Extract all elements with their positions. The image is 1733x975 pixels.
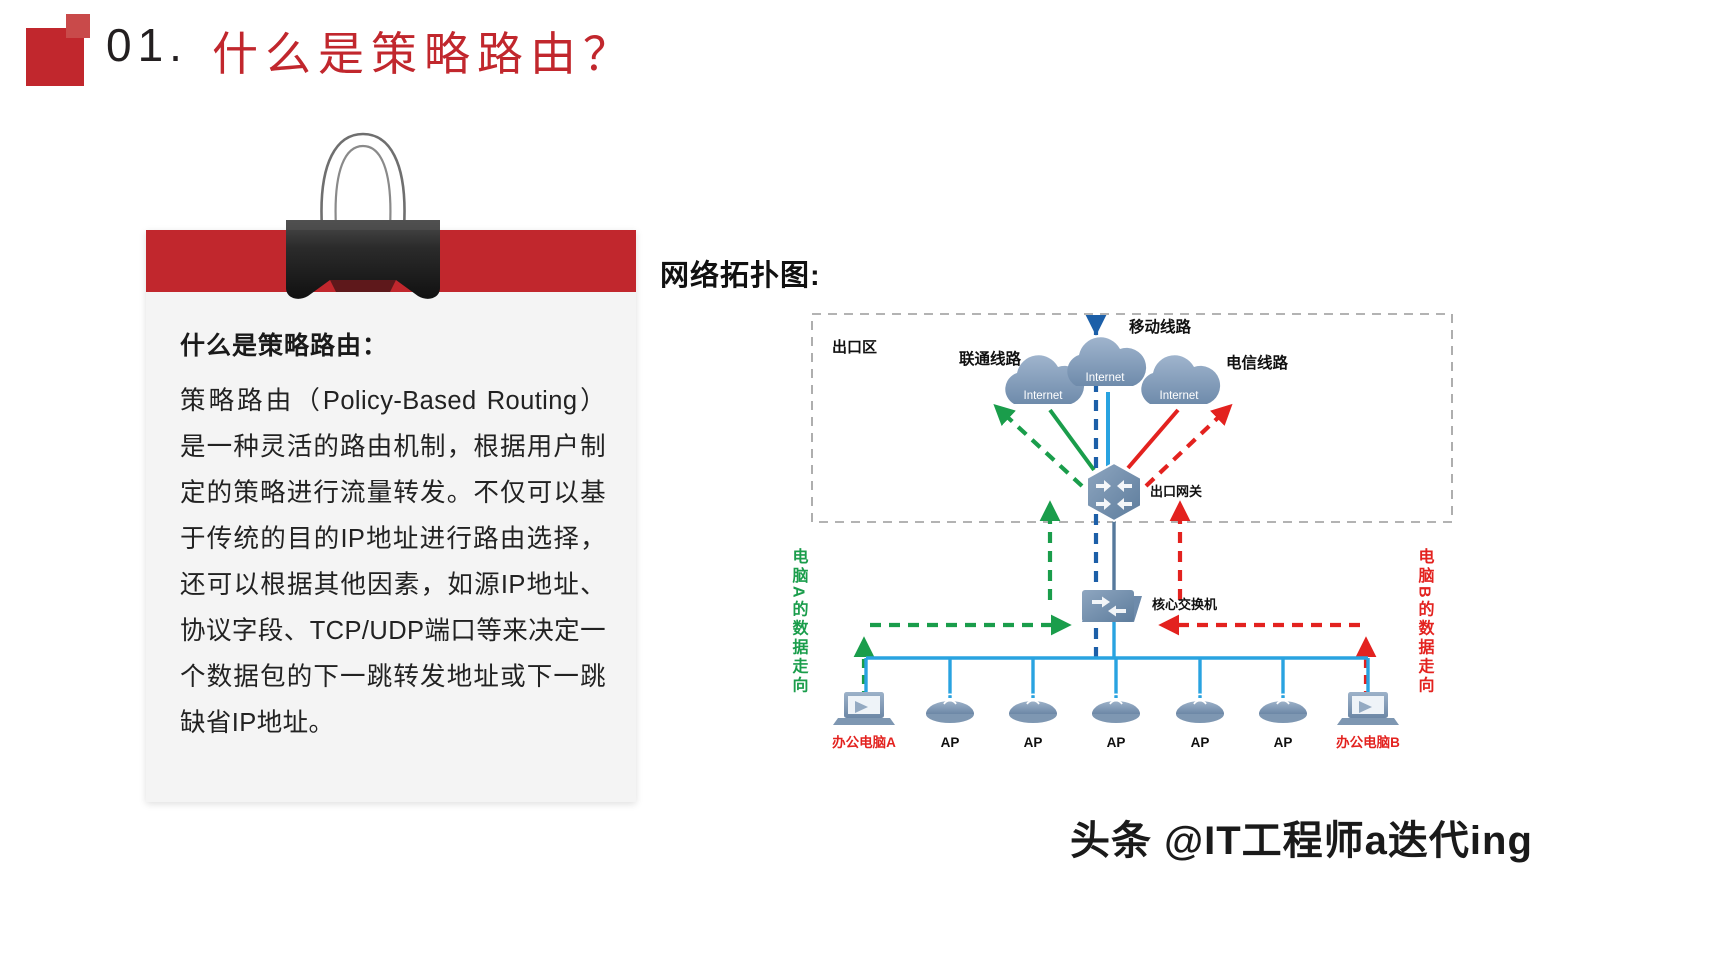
device-ap-2-icon[interactable] <box>1009 693 1057 723</box>
label-mobile-line: 移动线路 <box>1129 317 1192 336</box>
exit-gateway-icon[interactable] <box>1086 461 1142 523</box>
exit-zone-box <box>811 313 1453 523</box>
cloud-unicom-icon: Internet <box>1005 355 1085 404</box>
page-title: 什么是策略路由？ <box>212 28 636 80</box>
core-switch-label: 核心交换机 <box>1152 597 1217 612</box>
device-laptop-b-icon[interactable] <box>1337 692 1399 725</box>
header-number: 01. <box>106 19 188 71</box>
device-label-laptop-a: 办公电脑A <box>832 734 896 750</box>
card-paragraph: 策略路由（Policy-Based Routing）是一种灵活的路由机制，根据用… <box>180 387 606 737</box>
label-unicom-line: 联通线路 <box>959 349 1022 368</box>
svg-text:Internet: Internet <box>1160 390 1200 402</box>
core-switch-icon[interactable] <box>1082 590 1142 622</box>
exit-zone-label: 出口区 <box>832 338 877 356</box>
topology-title: 网络拓扑图: <box>660 260 821 292</box>
binder-clip-icon <box>278 120 448 305</box>
device-label-ap-2: AP <box>1024 735 1043 750</box>
svg-text:Internet: Internet <box>1024 390 1064 402</box>
access-drops <box>864 658 1370 698</box>
card-body: 什么是策略路由： 策略路由（Policy-Based Routing）是一种灵活… <box>180 326 606 746</box>
link-telecom <box>1126 408 1180 470</box>
device-ap-5-icon[interactable] <box>1259 693 1307 723</box>
device-label-ap-3: AP <box>1107 735 1126 750</box>
label-telecom-line: 电信线路 <box>1226 353 1289 372</box>
watermark: 头条 @IT工程师a迭代ing <box>1070 819 1533 863</box>
slide-header: 01. 什么是策略路由？ <box>0 0 1733 110</box>
definition-card: 什么是策略路由： 策略路由（Policy-Based Routing）是一种灵活… <box>146 230 636 802</box>
device-label-laptop-b: 办公电脑B <box>1336 734 1400 750</box>
card-heading: 什么是策略路由： <box>180 332 389 360</box>
link-unicom <box>1048 408 1096 472</box>
device-laptop-a-icon[interactable] <box>833 692 895 725</box>
device-ap-1-icon[interactable] <box>926 693 974 723</box>
flow-a-label: 电脑A的数据走向 <box>790 547 810 695</box>
cloud-mobile-icon: Internet <box>1067 337 1147 386</box>
svg-text:Internet: Internet <box>1086 372 1126 384</box>
flow-b-label: 电脑B的数据走向 <box>1416 547 1436 695</box>
device-label-ap-5: AP <box>1274 735 1293 750</box>
network-topology-diagram: 出口区 Internet Internet Internet 联通线路 移动线路… <box>760 300 1460 770</box>
header-square-small-icon <box>66 14 90 38</box>
gateway-label: 出口网关 <box>1150 484 1202 499</box>
device-label-ap-1: AP <box>941 735 960 750</box>
device-label-ap-4: AP <box>1191 735 1210 750</box>
flow-a-upper <box>993 404 1084 488</box>
flow-b-upper <box>1144 403 1233 488</box>
device-ap-3-icon[interactable] <box>1092 693 1140 723</box>
cloud-telecom-icon: Internet <box>1141 355 1221 404</box>
device-ap-4-icon[interactable] <box>1176 693 1224 723</box>
